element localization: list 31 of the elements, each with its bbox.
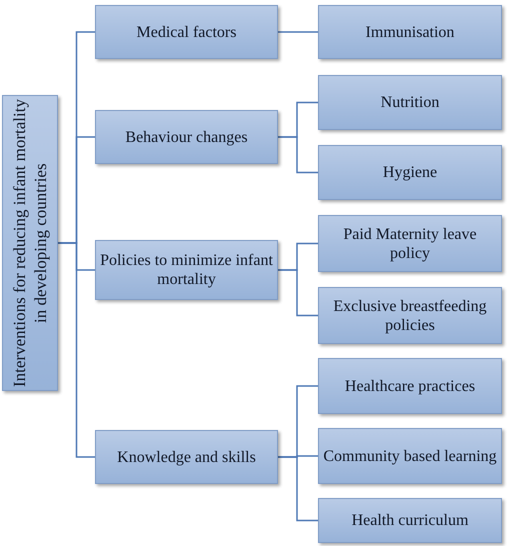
process-box (95, 430, 278, 484)
process-box (318, 498, 502, 543)
process-box (95, 5, 278, 59)
connector-line (278, 269, 318, 316)
connector-line (278, 456, 318, 522)
process-box (318, 428, 502, 484)
box-label: Behaviour changes (125, 128, 248, 146)
process-box (318, 5, 502, 59)
process-box (318, 75, 502, 130)
box-label: Community based learning (323, 446, 497, 466)
connector-line (58, 242, 95, 458)
box-label: Healthcare practices (344, 376, 476, 396)
process-box (95, 110, 278, 164)
connector-line (278, 31, 318, 33)
process-box (318, 215, 502, 272)
process-box (318, 287, 502, 344)
process-box (2, 95, 58, 391)
connector-line (278, 136, 318, 174)
process-box (95, 240, 278, 300)
box-label: Medical factors (136, 22, 236, 42)
process-box (318, 145, 502, 200)
box-label: Policies to minimize infant mortality (100, 251, 273, 289)
box-label: Health curriculum (352, 511, 468, 530)
process-box (318, 358, 502, 414)
box-label: Knowledge and skills (117, 448, 256, 466)
box-label: Interventions for reducing infant mortality in developing countries (9, 98, 51, 389)
box-label: Nutrition (380, 93, 440, 112)
box-label: Paid Maternity leave policy (342, 224, 478, 262)
box-label: Hygiene (382, 163, 438, 182)
box-label: Immunisation (366, 22, 454, 42)
box-label: Exclusive breastfeeding policies (332, 296, 488, 334)
